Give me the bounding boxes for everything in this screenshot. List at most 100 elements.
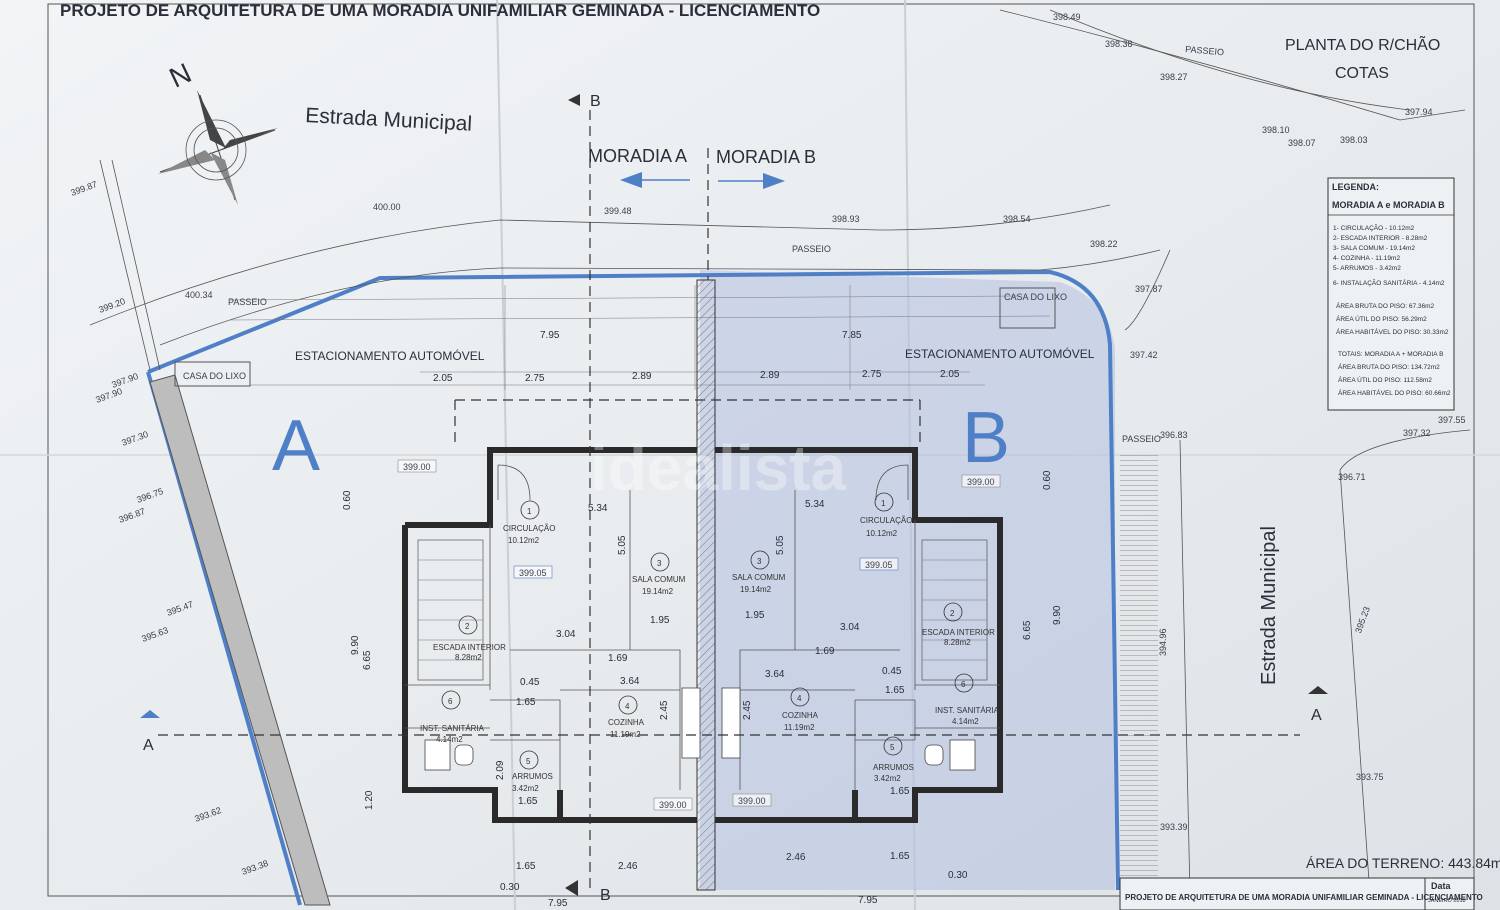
- svg-text:2: 2: [465, 622, 470, 631]
- west-road-edge: [99, 159, 151, 371]
- svg-text:10.12m2: 10.12m2: [866, 529, 898, 538]
- terrain-area: ÁREA DO TERRENO: 443.84m2: [1306, 855, 1500, 871]
- moradia-a-label: MORADIA A: [588, 146, 687, 166]
- legend-item: 5- ARRUMOS - 3.42m2: [1333, 265, 1401, 272]
- svg-text:4.14m2: 4.14m2: [436, 735, 463, 744]
- svg-text:5.05: 5.05: [617, 535, 628, 555]
- svg-text:7.85: 7.85: [842, 330, 862, 341]
- svg-text:1.69: 1.69: [815, 646, 835, 657]
- legend-item: 1- CIRCULAÇÃO - 10.12m2: [1333, 223, 1415, 232]
- svg-text:398.07: 398.07: [1288, 138, 1316, 148]
- arrow-right-icon: [763, 173, 785, 189]
- section-a-marker-icon: [140, 710, 160, 718]
- north-road-line: [89, 204, 1111, 326]
- svg-text:INST. SANITÁRIA: INST. SANITÁRIA: [420, 724, 485, 733]
- svg-text:1.65: 1.65: [890, 851, 910, 862]
- svg-text:3.04: 3.04: [840, 622, 860, 633]
- svg-text:COZINHA: COZINHA: [782, 711, 819, 720]
- svg-text:7.95: 7.95: [548, 898, 568, 909]
- parking-line: [229, 295, 1021, 301]
- svg-text:0.30: 0.30: [500, 882, 520, 893]
- svg-text:398.27: 398.27: [1160, 72, 1188, 82]
- arrow-left-icon: [620, 172, 642, 188]
- date-label: Data: [1431, 881, 1452, 891]
- dimensions: 7.95 7.85 2.05 2.75 2.89 2.89 2.75 2.05 …: [342, 330, 1063, 909]
- legend-box: [1327, 177, 1455, 411]
- svg-text:396.83: 396.83: [1160, 430, 1188, 440]
- svg-text:ESCADA INTERIOR: ESCADA INTERIOR: [433, 643, 506, 652]
- legend-item: 2- ESCADA INTERIOR - 8.28m2: [1333, 235, 1428, 242]
- moradia-b-plan: [715, 447, 1003, 823]
- svg-text:9.90: 9.90: [1052, 605, 1063, 625]
- svg-text:0.60: 0.60: [1042, 470, 1053, 490]
- svg-text:397.87: 397.87: [1135, 284, 1163, 294]
- svg-text:1.20: 1.20: [364, 790, 375, 810]
- svg-text:1.65: 1.65: [518, 796, 538, 807]
- svg-text:397.55: 397.55: [1438, 415, 1466, 425]
- svg-text:SALA COMUM: SALA COMUM: [732, 573, 786, 582]
- svg-text:398.38: 398.38: [1105, 39, 1133, 49]
- svg-text:397.42: 397.42: [1130, 350, 1158, 360]
- svg-text:396.71: 396.71: [1338, 472, 1366, 482]
- svg-text:10.12m2: 10.12m2: [508, 536, 540, 545]
- svg-text:3.64: 3.64: [620, 676, 640, 687]
- svg-text:5.05: 5.05: [775, 535, 786, 555]
- svg-text:0.60: 0.60: [342, 490, 353, 510]
- legend-totals-title: TOTAIS: MORADIA A + MORADIA B: [1338, 351, 1443, 358]
- svg-text:398.22: 398.22: [1090, 239, 1118, 249]
- section-b-bottom: B: [600, 887, 611, 904]
- svg-text:5: 5: [890, 743, 895, 752]
- svg-text:9.90: 9.90: [350, 635, 361, 655]
- svg-text:5.34: 5.34: [805, 499, 825, 510]
- drawing-title: PROJETO DE ARQUITETURA DE UMA MORADIA UN…: [60, 1, 820, 20]
- svg-text:397.32: 397.32: [1403, 428, 1431, 438]
- legend-title: LEGENDA:: [1332, 182, 1379, 192]
- svg-text:0.45: 0.45: [882, 666, 902, 677]
- sidewalk-label: PASSEIO: [228, 297, 267, 307]
- svg-text:2.89: 2.89: [632, 371, 652, 382]
- svg-text:1.95: 1.95: [650, 615, 670, 626]
- svg-text:1.69: 1.69: [608, 653, 628, 664]
- ne-road-line: [1049, 9, 1411, 111]
- rooms-house-b: 1 CIRCULAÇÃO 10.12m2 2 ESCADA INTERIOR 8…: [732, 492, 1000, 783]
- svg-text:3: 3: [657, 559, 662, 568]
- svg-text:SALA COMUM: SALA COMUM: [632, 575, 686, 584]
- section-a-marker-icon: [1308, 686, 1328, 694]
- svg-text:2.05: 2.05: [433, 373, 453, 384]
- svg-text:4: 4: [625, 702, 630, 711]
- east-road-name: Estrada Municipal: [1258, 526, 1280, 685]
- svg-text:399.00: 399.00: [738, 796, 766, 806]
- casa-do-lixo-a: [174, 361, 251, 387]
- ne-road-line: [999, 9, 1466, 121]
- svg-text:3: 3: [757, 557, 762, 566]
- east-road-line: [1179, 439, 1191, 896]
- svg-text:398.10: 398.10: [1262, 125, 1290, 135]
- legend-total: ÁREA HABITÁVEL DO PISO: 60.66m2: [1338, 388, 1451, 397]
- moradia-b-label: MORADIA B: [716, 147, 816, 167]
- legend-item: 4- COZINHA - 11.19m2: [1333, 255, 1400, 262]
- svg-text:7.95: 7.95: [858, 895, 878, 906]
- floor-levels: 399.00 399.05 399.00 399.05 399.00 399.0…: [397, 459, 1001, 811]
- svg-text:2.46: 2.46: [618, 861, 638, 872]
- parking-label-b: ESTACIONAMENTO AUTOMÓVEL: [905, 346, 1095, 361]
- svg-text:393.75: 393.75: [1356, 772, 1384, 782]
- svg-text:6: 6: [961, 680, 966, 689]
- legend-area: ÁREA ÚTIL DO PISO: 56.29m2: [1336, 314, 1427, 323]
- svg-text:COZINHA: COZINHA: [608, 718, 645, 727]
- svg-text:398.49: 398.49: [1053, 12, 1081, 22]
- svg-text:5.34: 5.34: [588, 503, 608, 514]
- svg-text:399.00: 399.00: [967, 477, 995, 487]
- svg-text:1.65: 1.65: [516, 861, 536, 872]
- east-road-line: [1124, 249, 1171, 331]
- svg-text:398.93: 398.93: [832, 214, 860, 224]
- legend-item: 3- SALA COMUM - 19.14m2: [1333, 245, 1415, 252]
- svg-text:19.14m2: 19.14m2: [642, 587, 674, 596]
- legend: LEGENDA: MORADIA A e MORADIA B 1- CIRCUL…: [1332, 182, 1451, 397]
- svg-text:3.42m2: 3.42m2: [874, 774, 901, 783]
- svg-text:4.14m2: 4.14m2: [952, 717, 979, 726]
- sidewalk-label: PASSEIO: [1185, 44, 1225, 57]
- svg-text:399.00: 399.00: [659, 800, 687, 810]
- sidewalk-label: PASSEIO: [1122, 434, 1161, 444]
